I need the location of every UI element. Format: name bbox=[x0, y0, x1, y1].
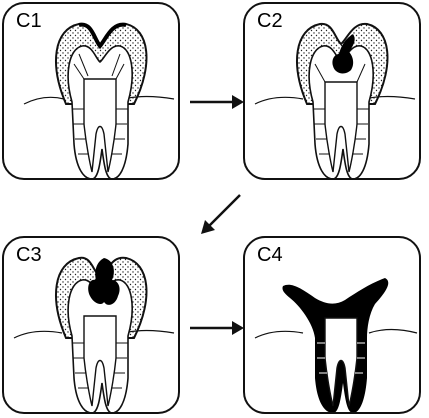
arrow-right-icon bbox=[188, 92, 248, 112]
arrow-diagonal-icon bbox=[195, 190, 245, 240]
stage-c4-panel: C4 bbox=[243, 236, 421, 414]
arrow-right-icon-2 bbox=[188, 318, 248, 338]
tooth-pulp-caries-icon bbox=[4, 238, 180, 414]
stage-c2-panel: C2 bbox=[243, 2, 421, 180]
stage-c1-panel: C1 bbox=[2, 2, 180, 180]
tooth-dentin-caries-icon bbox=[245, 4, 421, 180]
stage-c3-panel: C3 bbox=[2, 236, 180, 414]
tooth-enamel-caries-icon bbox=[4, 4, 180, 180]
tooth-root-remaining-icon bbox=[245, 238, 421, 414]
